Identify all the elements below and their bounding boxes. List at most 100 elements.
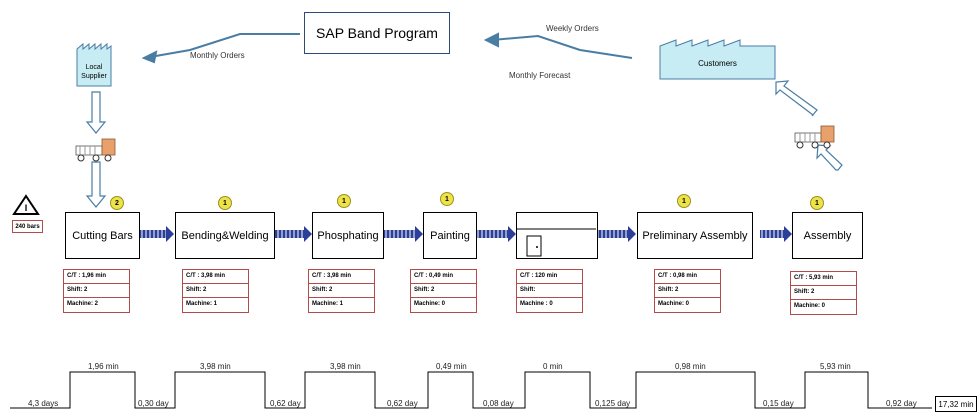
customer-factory-icon xyxy=(659,39,776,80)
inventory-triangle-icon: I xyxy=(12,194,40,215)
process-box-7: Assembly xyxy=(792,212,863,259)
total-lead-time: 17,32 min xyxy=(938,399,974,409)
timeline-process-time-7: 5,93 min xyxy=(820,362,851,371)
sap-program-box: SAP Band Program xyxy=(304,12,450,54)
machine-4: Machine: 0 xyxy=(414,301,446,307)
operator-count-7: 1 xyxy=(815,199,819,207)
shift-2: Shift: 2 xyxy=(183,284,248,298)
timeline-process-time-5: 0 min xyxy=(543,362,563,371)
machine-7: Machine: 0 xyxy=(794,303,826,309)
shift-5: Shift: xyxy=(517,284,582,298)
customer-label: Customers xyxy=(660,47,775,79)
supplier-label: Local Supplier xyxy=(77,57,111,86)
timeline-process-time-2: 3,98 min xyxy=(200,362,231,371)
sap-program-title: SAP Band Program xyxy=(316,25,438,41)
process-name-3: Phosphating xyxy=(317,229,379,242)
machine-2: Machine: 1 xyxy=(186,301,218,307)
cycle-time-7: C/T : 5,93 min xyxy=(791,272,856,286)
monthly-forecast-label: Monthly Forecast xyxy=(509,71,571,80)
push-arrows xyxy=(138,226,792,242)
push-arrow-1 xyxy=(138,226,174,242)
operator-count-4: 1 xyxy=(445,195,449,203)
process-name-7: Assembly xyxy=(803,229,852,242)
timeline-process-time-3: 3,98 min xyxy=(330,362,361,371)
weekly-orders-label: Weekly Orders xyxy=(546,24,599,33)
timeline-process-time-1: 1,96 min xyxy=(88,362,119,371)
operator-icon-4: 1 xyxy=(440,192,454,206)
timeline-wait-time-4: 0,62 day xyxy=(387,399,418,408)
operator-icon-2: 1 xyxy=(218,196,232,210)
push-arrow-6 xyxy=(760,226,792,242)
data-box-3: C/T : 3,98 min Shift: 2 Machine: 1 xyxy=(308,269,375,313)
timeline-wait-time-2: 0,30 day xyxy=(138,399,169,408)
timeline-ladder xyxy=(10,371,932,409)
warehouse-icon xyxy=(516,228,596,257)
data-box-2: C/T : 3,98 min Shift: 2 Machine: 1 xyxy=(182,269,249,313)
push-arrow-3 xyxy=(383,226,423,242)
timeline-wait-time-7: 0,15 day xyxy=(763,399,794,408)
monthly-orders-label: Monthly Orders xyxy=(190,51,245,60)
machine-5: Machine : 0 xyxy=(520,301,553,307)
push-arrow-5 xyxy=(598,226,636,242)
svg-text:I: I xyxy=(25,203,28,213)
cycle-time-5: C/T : 120 min xyxy=(517,270,582,284)
push-arrow-2 xyxy=(274,226,312,242)
supplier-down-arrow-icon xyxy=(85,91,107,208)
data-box-5: C/T : 120 min Shift: Machine : 0 xyxy=(516,269,583,313)
process-box-4: Painting xyxy=(423,212,477,259)
operator-icon-6: 1 xyxy=(677,194,691,208)
operator-count-6: 1 xyxy=(682,197,686,205)
timeline-wait-time-8: 0,92 day xyxy=(886,399,917,408)
shift-6: Shift: 2 xyxy=(655,284,720,298)
shift-3: Shift: 2 xyxy=(309,284,374,298)
shift-4: Shift: 2 xyxy=(411,284,476,298)
data-box-1: C/T : 1,96 min Shift: 2 Machine: 2 xyxy=(63,269,130,313)
inventory-box: 240 bars xyxy=(12,220,43,233)
operator-count-1: 2 xyxy=(115,199,119,207)
timeline-wait-time-6: 0,125 day xyxy=(595,399,631,408)
supplier-truck-icon xyxy=(75,138,116,162)
supplier-label-line1: Local xyxy=(85,63,103,71)
process-name-6: Preliminary Assembly xyxy=(642,229,748,242)
data-box-6: C/T : 0,98 min Shift: 2 Machine: 0 xyxy=(654,269,721,313)
process-box-2: Bending&Welding xyxy=(175,212,275,259)
inventory-label: 240 bars xyxy=(15,223,40,230)
shift-1: Shift: 2 xyxy=(64,284,129,298)
operator-icon-7: 1 xyxy=(810,196,824,210)
weekly-orders-arrow xyxy=(483,32,633,59)
cycle-time-4: C/T : 0,49 min xyxy=(411,270,476,284)
supplier-label-line2: Supplier xyxy=(81,72,107,80)
customer-label-text: Customers xyxy=(698,58,737,68)
machine-3: Machine: 1 xyxy=(312,301,344,307)
monthly-orders-arrow xyxy=(141,33,300,64)
cycle-time-2: C/T : 3,98 min xyxy=(183,270,248,284)
operator-count-2: 1 xyxy=(223,199,227,207)
push-arrow-4 xyxy=(476,226,516,242)
cycle-time-6: C/T : 0,98 min xyxy=(655,270,720,284)
process-name-1: Cutting Bars xyxy=(72,229,133,242)
timeline-process-time-4: 0,49 min xyxy=(436,362,467,371)
timeline-wait-time-1: 4,3 days xyxy=(28,399,59,408)
process-box-3: Phosphating xyxy=(312,212,384,259)
cycle-time-1: C/T : 1,96 min xyxy=(64,270,129,284)
operator-icon-1: 2 xyxy=(110,196,124,210)
shift-7: Shift: 2 xyxy=(791,286,856,300)
process-name-2: Bending&Welding xyxy=(181,229,269,242)
cycle-time-3: C/T : 3,98 min xyxy=(309,270,374,284)
total-lead-time-box: 17,32 min xyxy=(935,396,977,412)
data-box-4: C/T : 0,49 min Shift: 2 Machine: 0 xyxy=(410,269,477,313)
machine-6: Machine: 0 xyxy=(658,301,690,307)
operator-count-3: 1 xyxy=(342,197,346,205)
timeline-wait-time-3: 0,62 day xyxy=(270,399,301,408)
customer-truck-icon xyxy=(794,125,835,149)
process-box-6: Preliminary Assembly xyxy=(637,212,753,259)
operator-icon-3: 1 xyxy=(337,194,351,208)
supplier-factory-icon xyxy=(76,42,112,87)
data-box-7: C/T : 5,93 min Shift: 2 Machine: 0 xyxy=(790,271,857,315)
customer-up-arrow-icon xyxy=(775,80,843,171)
process-name-4: Painting xyxy=(430,229,470,242)
timeline-wait-time-5: 0,08 day xyxy=(483,399,514,408)
timeline-process-time-6: 0,98 min xyxy=(675,362,706,371)
process-box-1: Cutting Bars xyxy=(65,212,140,259)
